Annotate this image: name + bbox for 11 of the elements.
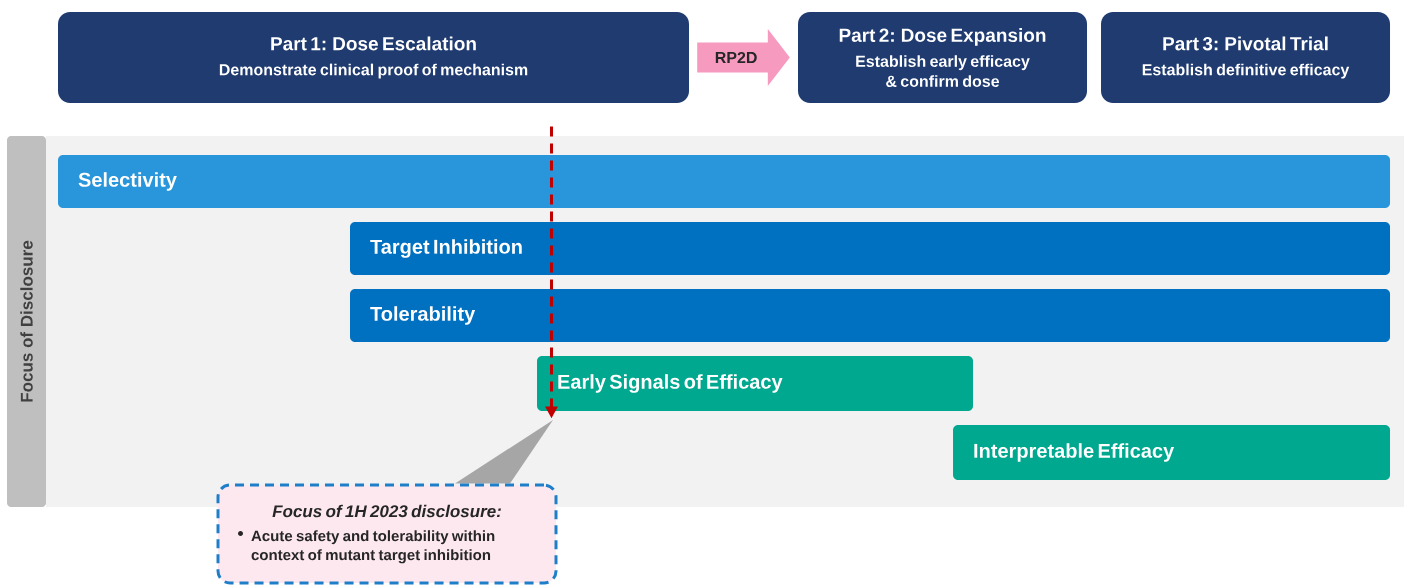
timeline-bar: Selectivity [58, 155, 1390, 208]
side-label-band: Focus of Disclosure [7, 136, 46, 507]
edge-label: RP2D [715, 51, 757, 64]
callout-box: Focus of 1H 2023 disclosure: Acute safety and tolerability within context of mutant target inhibition [216, 420, 558, 585]
timeline-bar: Interpretable Efficacy [953, 425, 1390, 480]
timeline-bar: Early Signals of Efficacy [537, 356, 973, 411]
phase-box: Part 3: Pivotal Trial Establish definitive efficacy [1101, 12, 1390, 103]
phase-box: Part 1: Dose Escalation Demonstrate clinical proof of mechanism [58, 12, 689, 103]
phase-box: Part 2: Dose Expansion Establish early efficacy & confirm dose [798, 12, 1087, 103]
timeline-bar: Target Inhibition [350, 222, 1390, 275]
timeline-bar: Tolerability [350, 289, 1390, 342]
